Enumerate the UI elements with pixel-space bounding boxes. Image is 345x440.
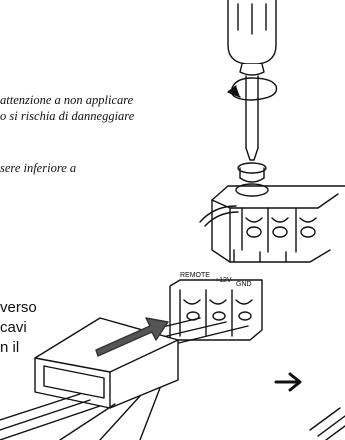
note-line-3: sere inferiore a bbox=[0, 161, 77, 175]
note-line-2: o si rischia di danneggiare bbox=[0, 109, 135, 123]
terminal-block-icon bbox=[199, 185, 345, 263]
step-line-2: cavi bbox=[0, 319, 27, 336]
rotation-arrow-icon bbox=[227, 77, 278, 101]
terminal-label-remote: REMOTE bbox=[180, 272, 210, 279]
right-arrow-icon bbox=[274, 372, 302, 392]
terminal-label-12v: +12V bbox=[215, 277, 232, 284]
terminal-label-gnd: GND bbox=[236, 281, 252, 288]
screw-icon bbox=[235, 162, 269, 197]
screwdriver-icon bbox=[227, 0, 277, 161]
terminal-block-lower-icon bbox=[149, 279, 263, 351]
step-line-3: n il bbox=[0, 339, 20, 356]
step-line-1: verso bbox=[0, 299, 37, 316]
cable-cover-icon bbox=[0, 317, 179, 440]
note-line-1: attenzione a non applicare bbox=[0, 93, 134, 107]
